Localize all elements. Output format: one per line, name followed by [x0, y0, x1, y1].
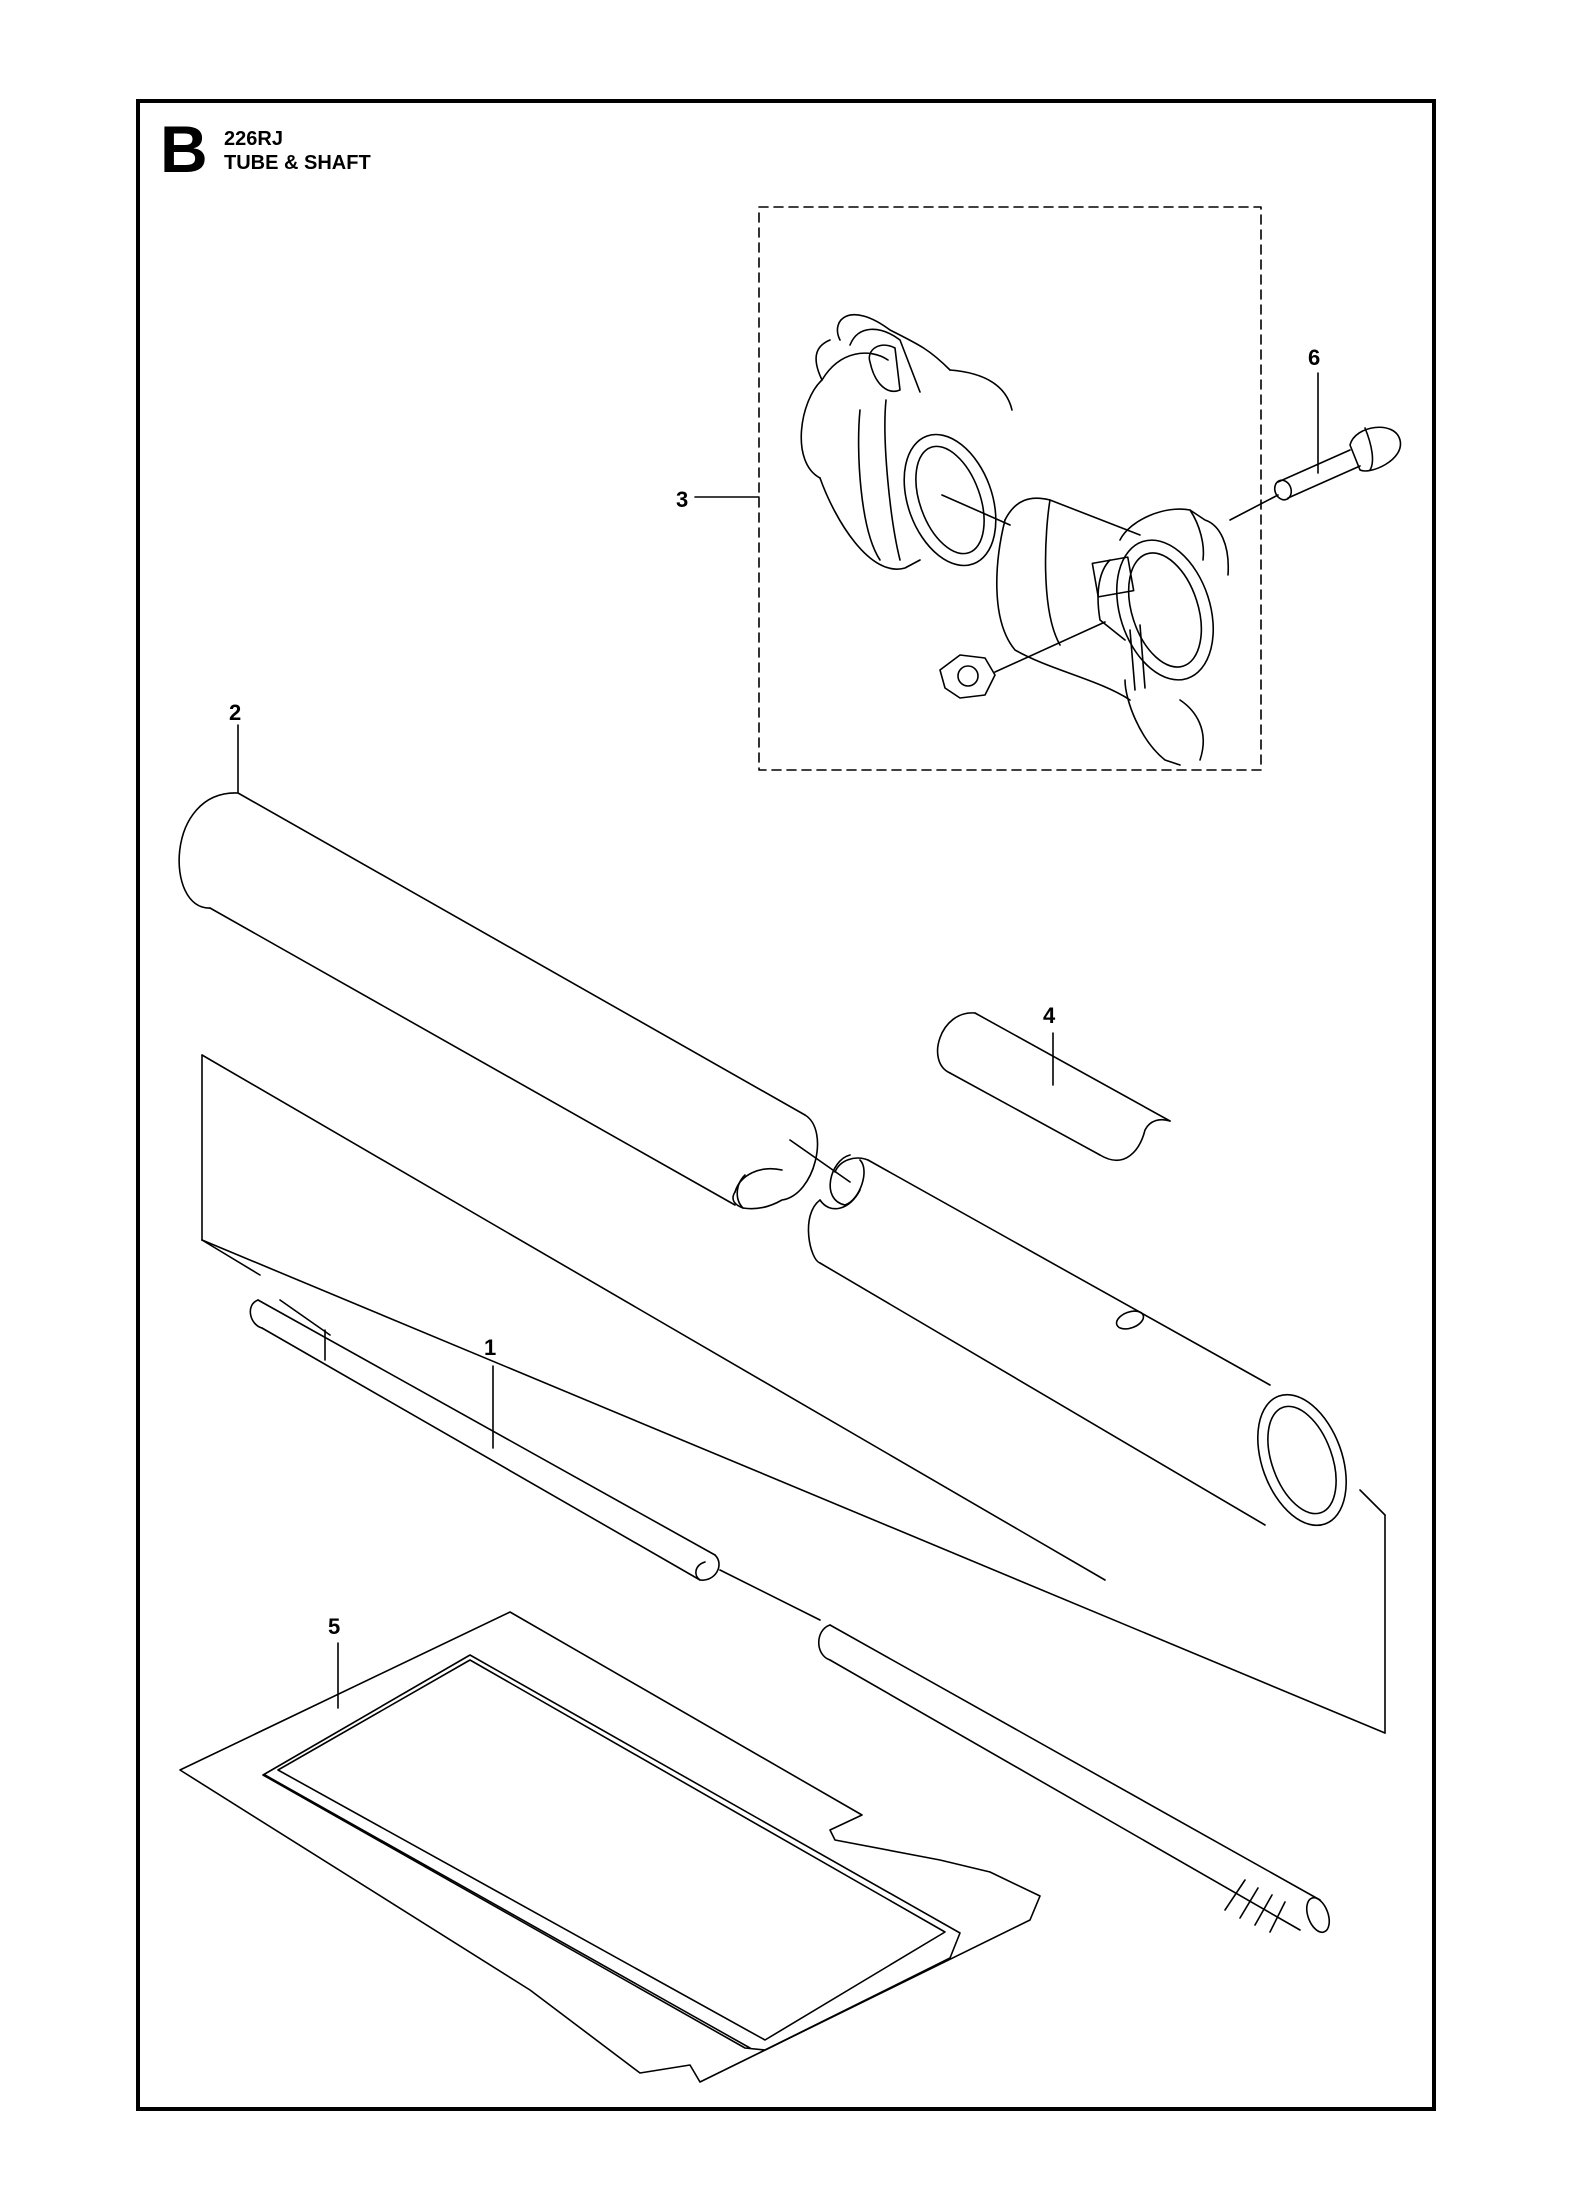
alignment-line-clamp [941, 494, 1011, 526]
callout-5: 5 [328, 1614, 340, 1639]
clamp-half-right [996, 497, 1230, 766]
section-letter: B [160, 112, 208, 186]
diagram-frame [136, 99, 1436, 2111]
alignment-line-bolt [1229, 494, 1279, 521]
nut [939, 654, 996, 699]
callout-4: 4 [1043, 1003, 1056, 1028]
bolt [1273, 426, 1402, 501]
tube-sleeve [936, 1012, 1171, 1161]
alignment-line-tube [789, 1139, 851, 1183]
inner-tube [807, 1154, 1348, 1527]
outer-tube [178, 792, 819, 1210]
drive-shaft [249, 1299, 1331, 1934]
alignment-line-nut [994, 621, 1106, 673]
clamp-half-left [800, 313, 1013, 570]
diagram-title: TUBE & SHAFT [224, 152, 371, 174]
decal [179, 1611, 1041, 2083]
callout-1: 1 [484, 1335, 496, 1360]
clamp-assembly-box [758, 206, 1262, 771]
model-number: 226RJ [224, 128, 283, 150]
callout-3: 3 [676, 487, 688, 512]
callout-labels: 1 2 3 4 5 6 [229, 345, 1320, 1639]
callout-6: 6 [1308, 345, 1320, 370]
callout-2: 2 [229, 700, 241, 725]
projection-lines [201, 1054, 1386, 1734]
